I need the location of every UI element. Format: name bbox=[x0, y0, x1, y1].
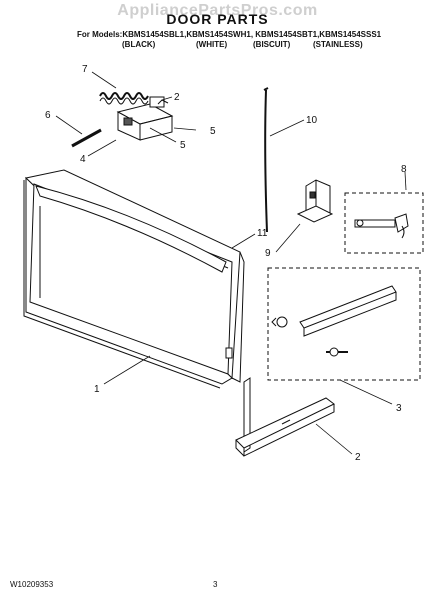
callout-9: 9 bbox=[265, 248, 271, 259]
rod-part bbox=[264, 89, 268, 233]
leader-lines bbox=[55, 71, 407, 455]
slide-rail-part bbox=[271, 285, 397, 357]
variant-stainless: (STAINLESS) bbox=[313, 40, 363, 49]
callout-5-upper: 5 bbox=[210, 126, 216, 137]
lower-rail-part bbox=[235, 377, 335, 457]
variant-biscuit: (BISCUIT) bbox=[253, 40, 291, 49]
callout-7: 7 bbox=[82, 64, 88, 75]
page-title: DOOR PARTS bbox=[166, 11, 269, 27]
callout-8: 8 bbox=[401, 164, 407, 175]
door-panel-part bbox=[23, 169, 245, 389]
bracket-part bbox=[296, 179, 334, 223]
callout-10: 10 bbox=[306, 115, 318, 126]
callout-11: 11 bbox=[257, 228, 268, 239]
variant-black: (BLACK) bbox=[122, 40, 156, 49]
callout-1: 1 bbox=[94, 384, 100, 395]
variant-white: (WHITE) bbox=[196, 40, 228, 49]
watermark: AppliancePartsPros.com bbox=[117, 2, 318, 19]
pin-part bbox=[71, 128, 102, 148]
document-number: W10209353 bbox=[10, 580, 54, 589]
page-number: 3 bbox=[213, 580, 218, 589]
callout-6: 6 bbox=[45, 110, 51, 121]
callout-2-upper: 2 bbox=[174, 92, 180, 103]
callout-4: 4 bbox=[80, 154, 86, 165]
spring-part bbox=[99, 92, 149, 105]
models-line: For Models:KBMS1454SBL1,KBMS1454SWH1, KB… bbox=[77, 30, 382, 39]
hinge-block-part bbox=[116, 96, 174, 141]
callout-2-lower: 2 bbox=[355, 452, 361, 463]
callout-3: 3 bbox=[396, 403, 402, 414]
hinge-arm-part bbox=[354, 213, 409, 239]
callout-5-lower: 5 bbox=[180, 140, 186, 151]
